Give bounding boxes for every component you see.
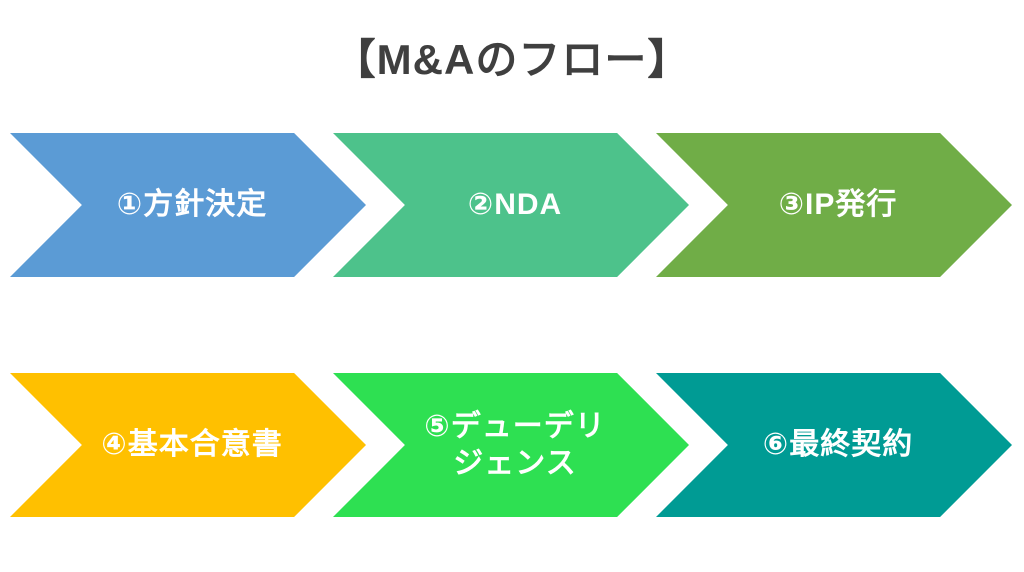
flow-step-5-chevron: ⑤デューデリ ジェンス [333,373,689,517]
flow-step-1-label: ①方針決定 [116,188,268,222]
flow-step-6-chevron: ⑥最終契約 [656,373,1012,517]
flow-step-2-label: ②NDA [467,188,563,222]
flow-step-3-chevron: ③IP発行 [656,133,1012,277]
flow-step-5-label: ⑤デューデリ ジェンス [424,409,606,481]
flow-step-1-chevron: ①方針決定 [10,133,366,277]
flow-step-3-label: ③IP発行 [778,188,898,222]
flow-step-4-chevron: ④基本合意書 [10,373,366,517]
flow-step-4-label: ④基本合意書 [101,428,283,462]
flow-step-6-label: ⑥最終契約 [762,428,914,462]
diagram-title: 【M&Aのフロー】 [333,36,691,83]
flow-step-2-chevron: ②NDA [333,133,689,277]
